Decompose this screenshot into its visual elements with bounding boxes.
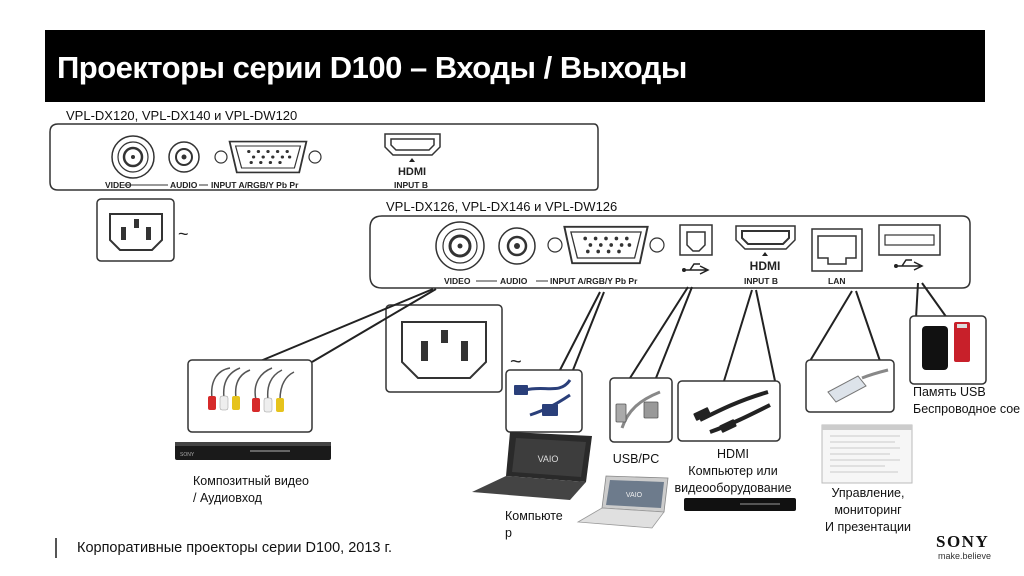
audio-jack-a bbox=[168, 141, 200, 173]
dvd-player: SONY bbox=[175, 442, 331, 460]
input-b-label-a: INPUT B bbox=[394, 180, 428, 190]
lan-cable-box bbox=[805, 359, 895, 413]
title-bar: Проекторы серии D100 – Входы / Выходы bbox=[45, 30, 985, 102]
input-a-label-b: INPUT A/RGB/Y Pb Pr bbox=[550, 276, 638, 286]
usb-b-port bbox=[679, 224, 713, 275]
caption-hdmi: HDMI Компьютер или видеооборудование bbox=[674, 447, 792, 495]
svg-text:~: ~ bbox=[178, 224, 189, 244]
video-jack-a bbox=[111, 135, 155, 179]
lan-port bbox=[811, 228, 863, 272]
usb-a-line bbox=[915, 282, 948, 319]
video-label-a: VIDEO bbox=[105, 180, 132, 190]
panel-a: HDMI VIDEO AUDIO INPUT A/RGB/Y Pb Pr INP… bbox=[49, 123, 599, 191]
hdmi-logo-a: HDMI bbox=[398, 166, 426, 178]
vga-port-b bbox=[547, 225, 665, 265]
audio-label-a: AUDIO bbox=[170, 180, 198, 190]
footer-divider bbox=[55, 538, 57, 558]
input-a-label-a: INPUT A/RGB/Y Pb Pr bbox=[211, 180, 299, 190]
footer-text: Корпоративные проекторы серии D100, 2013… bbox=[77, 540, 393, 556]
caption-usb-memory: Память USB Беспроводное сое bbox=[913, 385, 1021, 416]
lan-label-b: LAN bbox=[828, 276, 845, 286]
usb-a-port bbox=[878, 224, 941, 271]
panel-b: HDMI VIDEO AUDIO INPUT A/RGB/Y Pb Pr INP… bbox=[369, 215, 971, 289]
video-label-b: VIDEO bbox=[444, 276, 471, 286]
sony-tagline: make.believe bbox=[938, 551, 992, 561]
hdmi-logo-b: HDMI bbox=[750, 259, 781, 273]
caption-computer: Компьюте р bbox=[505, 509, 563, 540]
vaio-logo-1: VAIO bbox=[538, 454, 559, 464]
svg-text:~: ~ bbox=[510, 351, 522, 373]
input-b-label-b: INPUT B bbox=[744, 276, 778, 286]
laptop-1: VAIO bbox=[472, 432, 592, 500]
panel-a-outline bbox=[49, 123, 599, 191]
lan-line bbox=[809, 290, 881, 362]
panel-a-models: VPL-DX120, VPL-DX140 и VPL-DW120 bbox=[66, 108, 298, 123]
hdmi-cable-box bbox=[677, 380, 781, 442]
vga-cable-box bbox=[505, 369, 583, 433]
caption-composite: Композитный видео / Аудиовход bbox=[193, 474, 310, 505]
panel-b-models: VPL-DX126, VPL-DX146 и VPL-DW126 bbox=[386, 199, 618, 214]
audio-label-b: AUDIO bbox=[500, 276, 528, 286]
hdmi-line bbox=[723, 289, 776, 382]
vaio-logo-2: VAIO bbox=[626, 492, 643, 499]
video-line bbox=[257, 288, 437, 363]
video-jack-b bbox=[435, 221, 485, 271]
hdmi-port-b: HDMI bbox=[735, 225, 796, 273]
power-socket-b: ~ bbox=[385, 304, 522, 393]
vga-port-a bbox=[214, 140, 322, 174]
vga-line bbox=[559, 291, 605, 371]
connector-lines bbox=[257, 282, 948, 382]
rca-cables-box bbox=[187, 359, 313, 433]
caption-control: Управление, мониторинг И презентации bbox=[825, 486, 911, 534]
dvd-brand-text: SONY bbox=[180, 452, 195, 458]
audio-jack-b bbox=[498, 227, 536, 265]
sony-logo: SONY bbox=[936, 532, 990, 551]
power-socket-a: ~ bbox=[96, 198, 189, 262]
bluray-player bbox=[684, 498, 796, 511]
usb-b-line bbox=[629, 286, 693, 379]
hdmi-port-a: HDMI bbox=[384, 133, 441, 178]
usb-cable-box bbox=[609, 377, 673, 443]
web-control-screenshot bbox=[821, 424, 913, 484]
caption-usb-pc: USB/PC bbox=[612, 452, 660, 466]
page-title: Проекторы серии D100 – Входы / Выходы bbox=[57, 50, 687, 85]
laptop-2: VAIO bbox=[576, 475, 669, 529]
usb-memory-box bbox=[909, 315, 987, 385]
